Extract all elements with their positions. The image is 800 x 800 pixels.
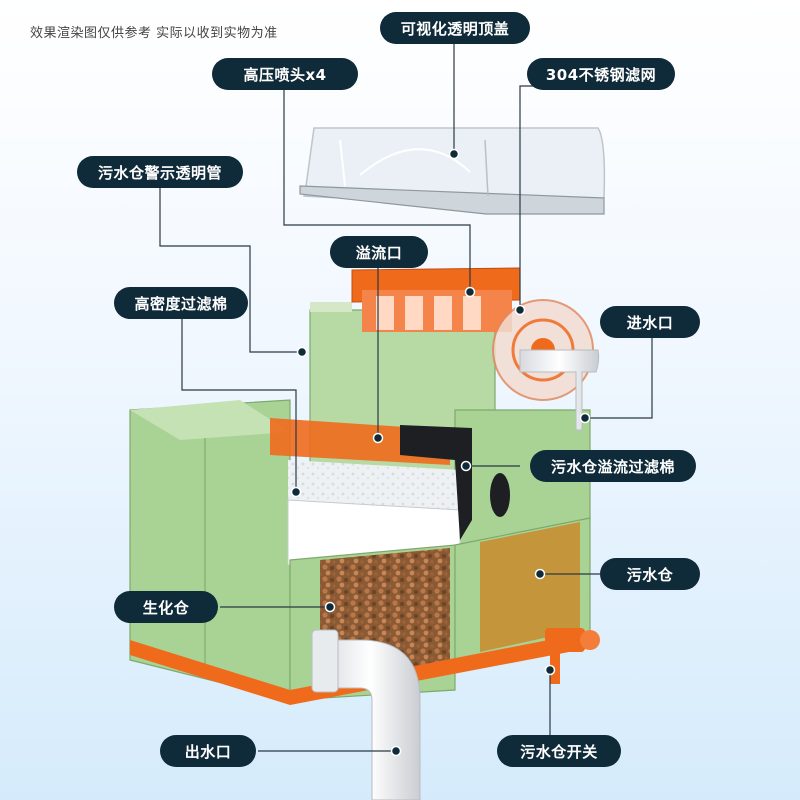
label-overflow-port: 溢流口 (330, 236, 428, 268)
inlet-manifold (492, 299, 600, 431)
label-sewage-switch: 污水仓开关 (497, 735, 621, 767)
label-warning-tube: 污水仓警示透明管 (77, 156, 243, 188)
label-sewage-tank: 污水仓 (600, 558, 700, 590)
label-water-outlet: 出水口 (160, 735, 256, 767)
label-spray-heads: 高压喷头x4 (212, 58, 358, 90)
disclaimer-text: 效果渲染图仅供参考 实际以收到实物为准 (30, 26, 278, 41)
label-water-inlet: 进水口 (600, 306, 700, 338)
outlet-pipe (311, 629, 421, 800)
transparent-top-cover (299, 127, 606, 215)
label-steel-mesh: 304不锈钢滤网 (527, 58, 675, 90)
label-top-cover: 可视化透明顶盖 (380, 12, 530, 44)
leader-lines (159, 44, 653, 752)
overflow-housing (351, 267, 521, 332)
label-overflow-cotton: 污水仓溢流过滤棉 (530, 450, 696, 482)
label-bio-chamber: 生化仓 (114, 591, 218, 623)
sewage-valve (545, 628, 600, 684)
label-filter-cotton: 高密度过滤棉 (114, 287, 248, 319)
callout-dots (290, 148, 591, 757)
overflow-filter-cotton (400, 425, 472, 540)
base-tray (130, 632, 590, 705)
